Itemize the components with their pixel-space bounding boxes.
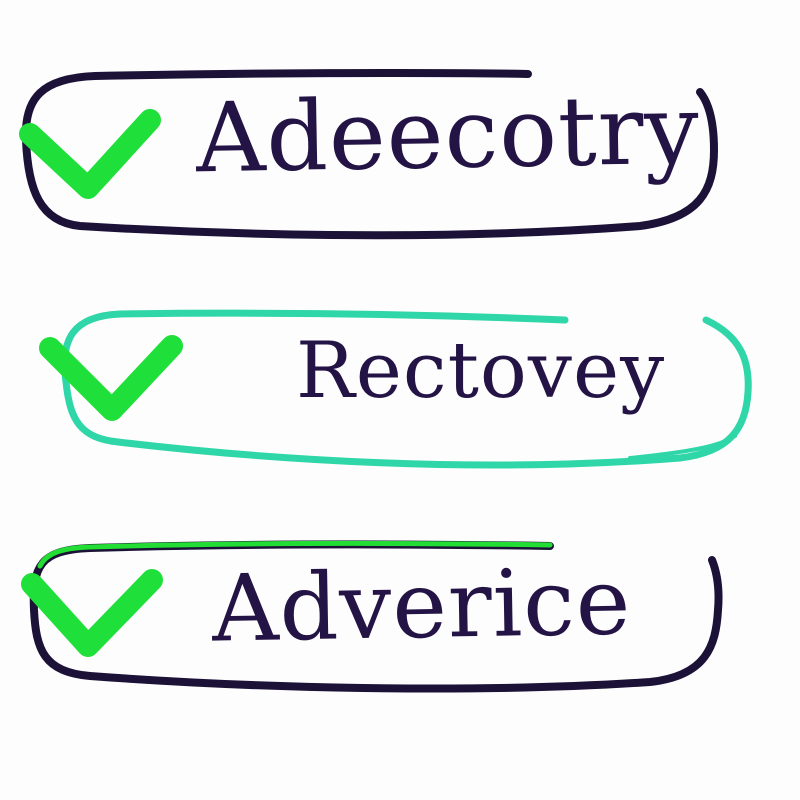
checkmark-icon [21, 569, 163, 657]
checkmark-icon [19, 109, 161, 199]
checklist-item-1-label: Adeecotry [195, 73, 701, 195]
checklist-item-3-box [29, 540, 723, 693]
checklist-item-2-label: Rectovey [296, 326, 666, 416]
checklist-item-1-box [21, 68, 718, 240]
checkmark-icon [39, 335, 183, 421]
checklist-item-3-label: Adverice [211, 548, 633, 663]
checklist-item-2-box [61, 309, 752, 469]
